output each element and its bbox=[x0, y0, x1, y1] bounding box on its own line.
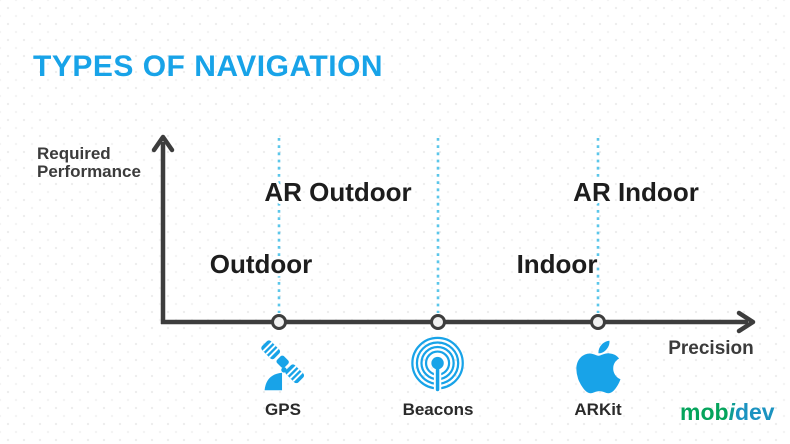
y-axis-label-line1: Required bbox=[37, 144, 111, 163]
logo-part-dev: dev bbox=[734, 399, 775, 425]
mobidev-logo: mobidev bbox=[680, 399, 775, 426]
zone-label-outdoor: Outdoor bbox=[209, 249, 313, 279]
zone-label-indoor: Indoor bbox=[516, 249, 598, 279]
tick-marker-arkit bbox=[590, 314, 606, 330]
tick-item-gps: GPS bbox=[252, 333, 314, 420]
logo-part-i: i bbox=[728, 399, 735, 425]
x-axis-arrow bbox=[736, 310, 756, 334]
apple-icon bbox=[575, 333, 621, 397]
y-axis-arrow bbox=[151, 134, 175, 153]
y-axis-label: Required Performance bbox=[37, 145, 141, 181]
zone-label-ar-indoor: AR Indoor bbox=[573, 177, 699, 207]
beacon-icon bbox=[407, 333, 469, 397]
tick-label-beacons: Beacons bbox=[402, 400, 474, 419]
tick-marker-beacons bbox=[430, 314, 446, 330]
zone-label-ar-outdoor: AR Outdoor bbox=[264, 177, 412, 207]
apple-icon-svg bbox=[575, 340, 621, 394]
page-title: TYPES OF NAVIGATION bbox=[33, 50, 384, 83]
logo-part-mob: mob bbox=[680, 399, 729, 425]
y-axis-label-line2: Performance bbox=[37, 162, 141, 181]
satellite-icon-svg bbox=[261, 340, 305, 391]
tick-label-gps: GPS bbox=[265, 400, 301, 419]
tick-item-arkit: ARKit bbox=[574, 333, 622, 420]
beacon-icon-svg bbox=[411, 336, 465, 393]
satellite-icon bbox=[252, 333, 314, 397]
x-axis-label: Precision bbox=[668, 338, 754, 359]
tick-label-arkit: ARKit bbox=[574, 400, 622, 419]
tick-item-beacons: Beacons bbox=[402, 333, 474, 420]
tick-marker-gps bbox=[271, 314, 287, 330]
